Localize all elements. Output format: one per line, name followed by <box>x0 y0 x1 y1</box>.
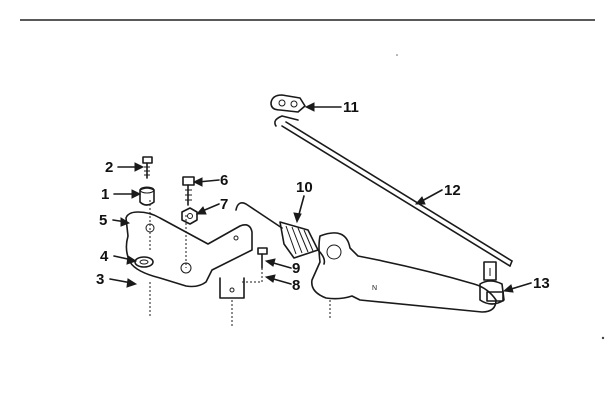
part-7-nut <box>181 207 198 225</box>
part-10-spring <box>235 202 326 265</box>
part-2-screw <box>142 156 153 179</box>
part-5-bracket <box>125 200 253 318</box>
callout-10: 10 <box>296 179 313 196</box>
lever-arm: N <box>310 232 497 318</box>
callout-12: 12 <box>444 182 461 199</box>
callout-7: 7 <box>220 196 228 213</box>
leader-lines <box>109 102 532 293</box>
svg-text:N: N <box>372 285 377 292</box>
part-4-washer <box>134 256 154 268</box>
part-13-swivel <box>479 261 505 305</box>
part-8-tab <box>219 277 245 326</box>
callout-4: 4 <box>100 248 109 265</box>
callout-1: 1 <box>101 186 109 203</box>
callout-9: 9 <box>292 260 300 277</box>
callout-13: 13 <box>533 275 550 292</box>
callout-5: 5 <box>99 212 107 229</box>
callout-8: 8 <box>292 277 300 294</box>
part-9-screw <box>242 247 268 283</box>
callout-11: 11 <box>343 99 359 116</box>
part-12-rod <box>274 115 513 267</box>
speck <box>396 54 398 56</box>
part-6-bolt <box>182 176 195 206</box>
callout-3: 3 <box>96 271 104 288</box>
part-11-clip <box>270 94 306 113</box>
speck <box>601 336 605 340</box>
callout-6: 6 <box>220 172 228 189</box>
part-1-sleeve <box>139 186 155 206</box>
callout-2: 2 <box>105 159 113 176</box>
